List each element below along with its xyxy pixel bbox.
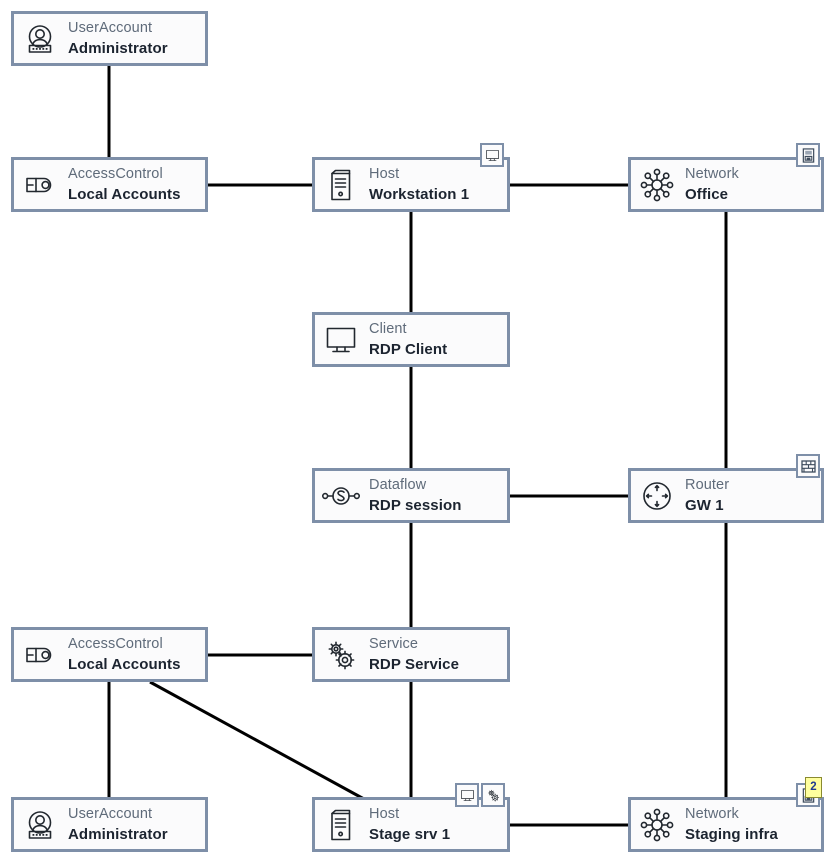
- node-name-label: Staging infra: [685, 825, 778, 843]
- node-name-label: Local Accounts: [68, 185, 181, 203]
- node-router-gw-1[interactable]: Router GW 1: [628, 468, 824, 523]
- gears-badge[interactable]: [481, 783, 505, 807]
- node-name-label: RDP Client: [369, 340, 448, 358]
- node-name-label: Stage srv 1: [369, 825, 451, 843]
- gears-icon: [315, 630, 367, 679]
- network-hub-icon: [631, 160, 683, 209]
- node-type-label: Host: [369, 165, 400, 182]
- node-name-label: Administrator: [68, 39, 168, 57]
- node-type-label: AccessControl: [68, 165, 163, 182]
- node-type-label: Network: [685, 165, 739, 182]
- monitor-badge[interactable]: [455, 783, 479, 807]
- user-account-icon: [14, 14, 66, 63]
- node-type-label: Service: [369, 635, 419, 652]
- dataflow-icon: [315, 471, 367, 520]
- firewall-badge[interactable]: [796, 454, 820, 478]
- node-type-label: AccessControl: [68, 635, 163, 652]
- monitor-icon: [315, 315, 367, 364]
- node-labels: Router GW 1: [683, 477, 729, 515]
- server-badge[interactable]: [796, 143, 820, 167]
- edge-access-bottom-to-stage-srv: [149, 680, 365, 801]
- node-type-label: Network: [685, 805, 739, 822]
- node-name-label: Local Accounts: [68, 655, 181, 673]
- node-type-label: UserAccount: [68, 805, 153, 822]
- node-name-label: Workstation 1: [369, 185, 470, 203]
- node-name-label: GW 1: [685, 496, 724, 514]
- monitor-badge[interactable]: [480, 143, 504, 167]
- network-hub-icon: [631, 800, 683, 849]
- node-name-label: RDP session: [369, 496, 462, 514]
- node-type-label: Host: [369, 805, 400, 822]
- node-type-label: Client: [369, 320, 407, 337]
- node-name-label: RDP Service: [369, 655, 460, 673]
- key-icon: [14, 630, 66, 679]
- node-name-label: Administrator: [68, 825, 168, 843]
- count-badge[interactable]: 2: [805, 777, 822, 798]
- host-icon: [315, 800, 367, 849]
- node-name-label: Office: [685, 185, 729, 203]
- user-account-icon: [14, 800, 66, 849]
- host-icon: [315, 160, 367, 209]
- router-icon: [631, 471, 683, 520]
- node-type-label: Router: [685, 476, 730, 493]
- node-type-label: UserAccount: [68, 19, 153, 36]
- node-type-label: Dataflow: [369, 476, 427, 493]
- key-icon: [14, 160, 66, 209]
